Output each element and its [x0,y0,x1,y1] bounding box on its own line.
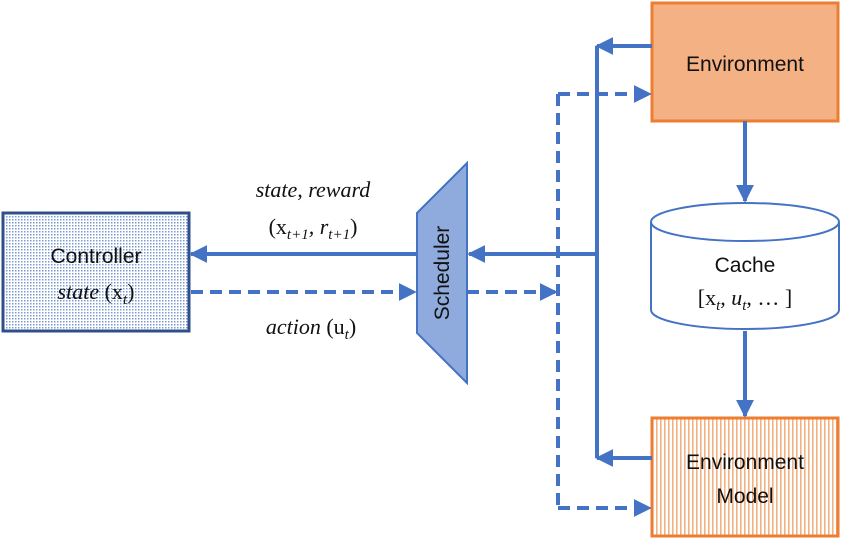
controller-state-label: state (xt) [58,279,135,308]
scheduler-block[interactable]: Scheduler [416,160,468,386]
cache-label: Cache [715,254,776,277]
cache-cylinder-top [650,202,840,242]
cache-cylinder-body [650,222,840,330]
scheduler-label: Scheduler [431,226,454,321]
action-label: action (ut) [266,314,356,343]
cache-content: [xt, ut, … ] [698,285,793,314]
feedback-label: state, reward [256,177,371,202]
environment-block[interactable]: Environment [650,1,840,123]
feedback-vars: (xt+1, rt+1) [269,214,358,243]
controller-box [1,211,191,333]
cache-block[interactable]: Cache [xt, ut, … ] [650,202,840,330]
environment-model-block[interactable]: Environment Model [650,416,840,538]
controller-block[interactable]: Controller state (xt) [1,211,191,333]
action-bus [191,85,652,517]
scheduler-shape [416,160,468,386]
environment-model-box [650,416,840,538]
environment-box [650,1,840,123]
environment-model-label-line2: Model [716,485,773,508]
environment-model-label-line1: Environment [686,451,804,474]
feedback-bus [189,37,652,467]
environment-label: Environment [686,53,804,76]
controller-label: Controller [50,245,141,268]
